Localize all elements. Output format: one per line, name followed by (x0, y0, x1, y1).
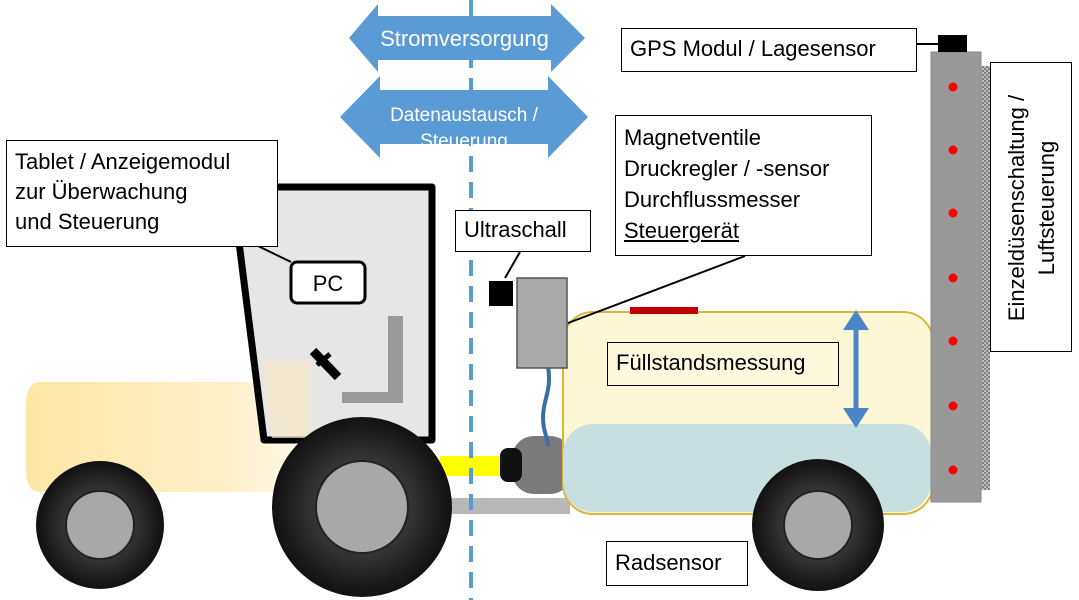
valves-line-2: Druckregler / -sensor (624, 156, 830, 181)
tablet-line-2: zur Überwachung (15, 179, 188, 204)
trailer-wheel (752, 459, 884, 591)
boom-line-2: Luftsteuerung (1034, 140, 1059, 276)
pc-label: PC (313, 271, 344, 296)
valves-label: Magnetventile Druckregler / -sensor Durc… (615, 115, 872, 256)
pointer-tablet (257, 245, 292, 263)
ultrasound-sensor (489, 281, 513, 306)
valves-line-4: Steuergerät (624, 218, 739, 243)
tablet-line-3: und Steuerung (15, 209, 160, 234)
data-arrow (340, 76, 588, 158)
tablet-line-1: Tablet / Anzeigemodul (15, 149, 231, 174)
gps-label: GPS Modul / Lagesensor (621, 28, 917, 72)
pointer-ultrasound (504, 251, 521, 279)
valves-line-1: Magnetventile (624, 125, 761, 150)
valves-line-3: Durchflussmesser (624, 187, 801, 212)
wheel-sensor-label: Radsensor (606, 541, 748, 586)
pto-shaft (440, 456, 504, 476)
power-arrow-label: Stromversorgung (380, 26, 549, 51)
seat-icon (342, 316, 403, 403)
boom-label: Einzeldüsenschaltung / Luftsteuerung (990, 62, 1072, 352)
fill-level-label: Füllstandsmessung (607, 342, 839, 386)
gps-sensor (938, 35, 967, 52)
nozzle-dots (948, 82, 958, 475)
steering-wheel-icon (309, 347, 342, 381)
chassis-beam (440, 498, 570, 514)
data-arrow-line1: Datenaustausch / (390, 105, 538, 126)
tank-sensor-bar (630, 307, 698, 314)
controller-box (516, 277, 568, 369)
pc-box (289, 260, 367, 305)
cabin-inner-shadow (262, 360, 310, 438)
data-arrow-line2: Steuerung (420, 131, 508, 152)
hose (540, 365, 551, 447)
tablet-label: Tablet / Anzeigemodul zur Überwachung un… (6, 140, 278, 247)
pointer-controller (567, 255, 746, 324)
front-wheel (36, 461, 164, 589)
ultrasound-label: Ultraschall (455, 210, 591, 252)
power-arrow (349, 4, 585, 72)
boom-label-text: Einzeldüsenschaltung / Luftsteuerung (1002, 95, 1062, 321)
pump (512, 436, 572, 494)
rear-wheel (272, 417, 452, 597)
boom-line-1: Einzeldüsenschaltung / (1004, 94, 1029, 322)
data-arrow-label: Datenaustausch / Steuerung (378, 103, 550, 155)
